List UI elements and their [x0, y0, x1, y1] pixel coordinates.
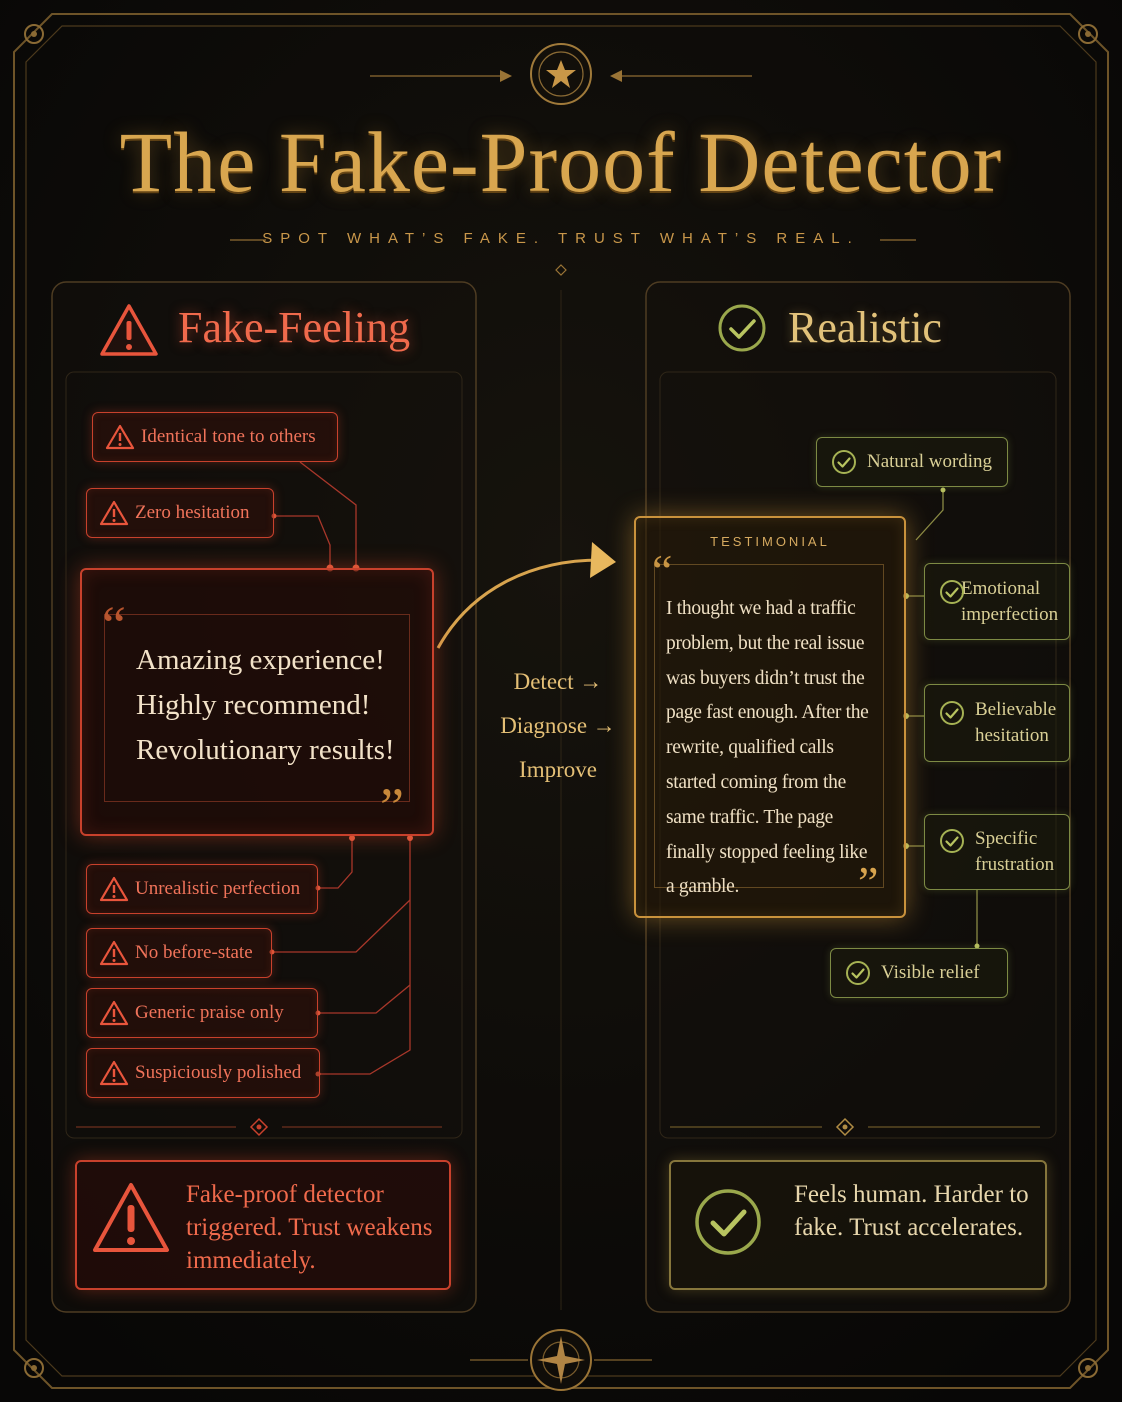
process-flow: Detect → Diagnose → Improve — [488, 660, 628, 792]
check-circle-icon — [832, 450, 856, 474]
tag-natural-wording[interactable]: Natural wording — [816, 437, 1008, 487]
tag-label: Identical tone to others — [141, 426, 316, 447]
tag-label: Visible relief — [881, 962, 980, 983]
flow-step: Improve — [519, 757, 597, 782]
real-verdict-text: Feels human. Harder to fake. Trust accel… — [794, 1181, 1029, 1241]
tag-no-before-state[interactable]: No before-state — [86, 928, 272, 978]
tag-emotional-imperfection[interactable]: Emotional imperfection — [924, 563, 1070, 640]
tag-visible-relief[interactable]: Visible relief — [830, 948, 1008, 998]
tag-believable-hesitation[interactable]: Believable hesitation — [924, 684, 1070, 762]
open-quote-icon: “ — [102, 595, 126, 655]
flow-step: Detect → — [513, 669, 603, 694]
testimonial-card — [634, 516, 906, 918]
check-circle-icon — [940, 829, 964, 853]
check-circle-icon — [718, 304, 766, 352]
tag-label: Unrealistic perfection — [135, 878, 301, 899]
testimonial-inner-frame — [654, 564, 884, 888]
tag-label: Believable hesitation — [975, 699, 1057, 746]
fake-verdict-card — [75, 1160, 451, 1290]
tag-label: Natural wording — [867, 451, 993, 472]
tag-zero-hesitation[interactable]: Zero hesitation — [86, 488, 274, 538]
tag-specific-frustration[interactable]: Specific frustration — [924, 814, 1070, 890]
fake-quote-inner-frame — [104, 614, 410, 802]
fake-quote-text: Amazing experience! Highly recommend! Re… — [136, 638, 426, 773]
page-subtitle: SPOT WHAT’S FAKE. TRUST WHAT’S REAL. — [262, 230, 860, 247]
fake-quote-line: Highly recommend! — [136, 689, 371, 721]
warning-icon — [99, 1060, 129, 1086]
tag-label: Generic praise only — [135, 1002, 284, 1023]
close-quote-icon: ” — [858, 857, 879, 908]
tag-label: Suspiciously polished — [135, 1062, 302, 1083]
warning-icon — [93, 1183, 169, 1252]
tag-identical-tone[interactable]: Identical tone to others — [92, 412, 338, 462]
testimonial-text: I thought we had a traffic problem, but … — [666, 598, 869, 898]
fake-quote-card — [80, 568, 434, 836]
close-quote-icon: ” — [380, 777, 404, 837]
realistic-heading: Realistic — [788, 303, 942, 352]
tag-label: Emotional imperfection — [961, 577, 1059, 625]
tag-generic-praise[interactable]: Generic praise only — [86, 988, 318, 1038]
warning-icon — [99, 940, 129, 966]
check-circle-icon — [940, 580, 964, 604]
warning-icon — [99, 1000, 129, 1026]
warning-icon — [99, 876, 129, 902]
fake-quote-line: Amazing experience! — [136, 644, 385, 676]
testimonial-label: TESTIMONIAL — [710, 534, 830, 549]
open-quote-icon: “ — [652, 545, 673, 596]
fake-verdict-text: Fake-proof detector triggered. Trust wea… — [186, 1181, 433, 1274]
tag-unrealistic-perfection[interactable]: Unrealistic perfection — [86, 864, 318, 914]
warning-icon — [100, 304, 158, 356]
check-circle-icon — [940, 701, 964, 725]
flow-step: Diagnose → — [500, 713, 616, 738]
fake-feeling-heading: Fake-Feeling — [178, 303, 411, 352]
tag-label: No before-state — [135, 942, 253, 963]
check-circle-icon — [846, 961, 870, 985]
tag-suspiciously-polished[interactable]: Suspiciously polished — [86, 1048, 320, 1098]
warning-icon — [105, 424, 135, 450]
tag-label: Zero hesitation — [135, 502, 250, 523]
warning-icon — [99, 500, 129, 526]
fake-quote-line: Revolutionary results! — [136, 734, 395, 766]
page-title: The Fake-Proof Detector — [119, 114, 1003, 210]
check-circle-icon — [695, 1189, 761, 1255]
tag-label: Specific frustration — [975, 828, 1055, 875]
